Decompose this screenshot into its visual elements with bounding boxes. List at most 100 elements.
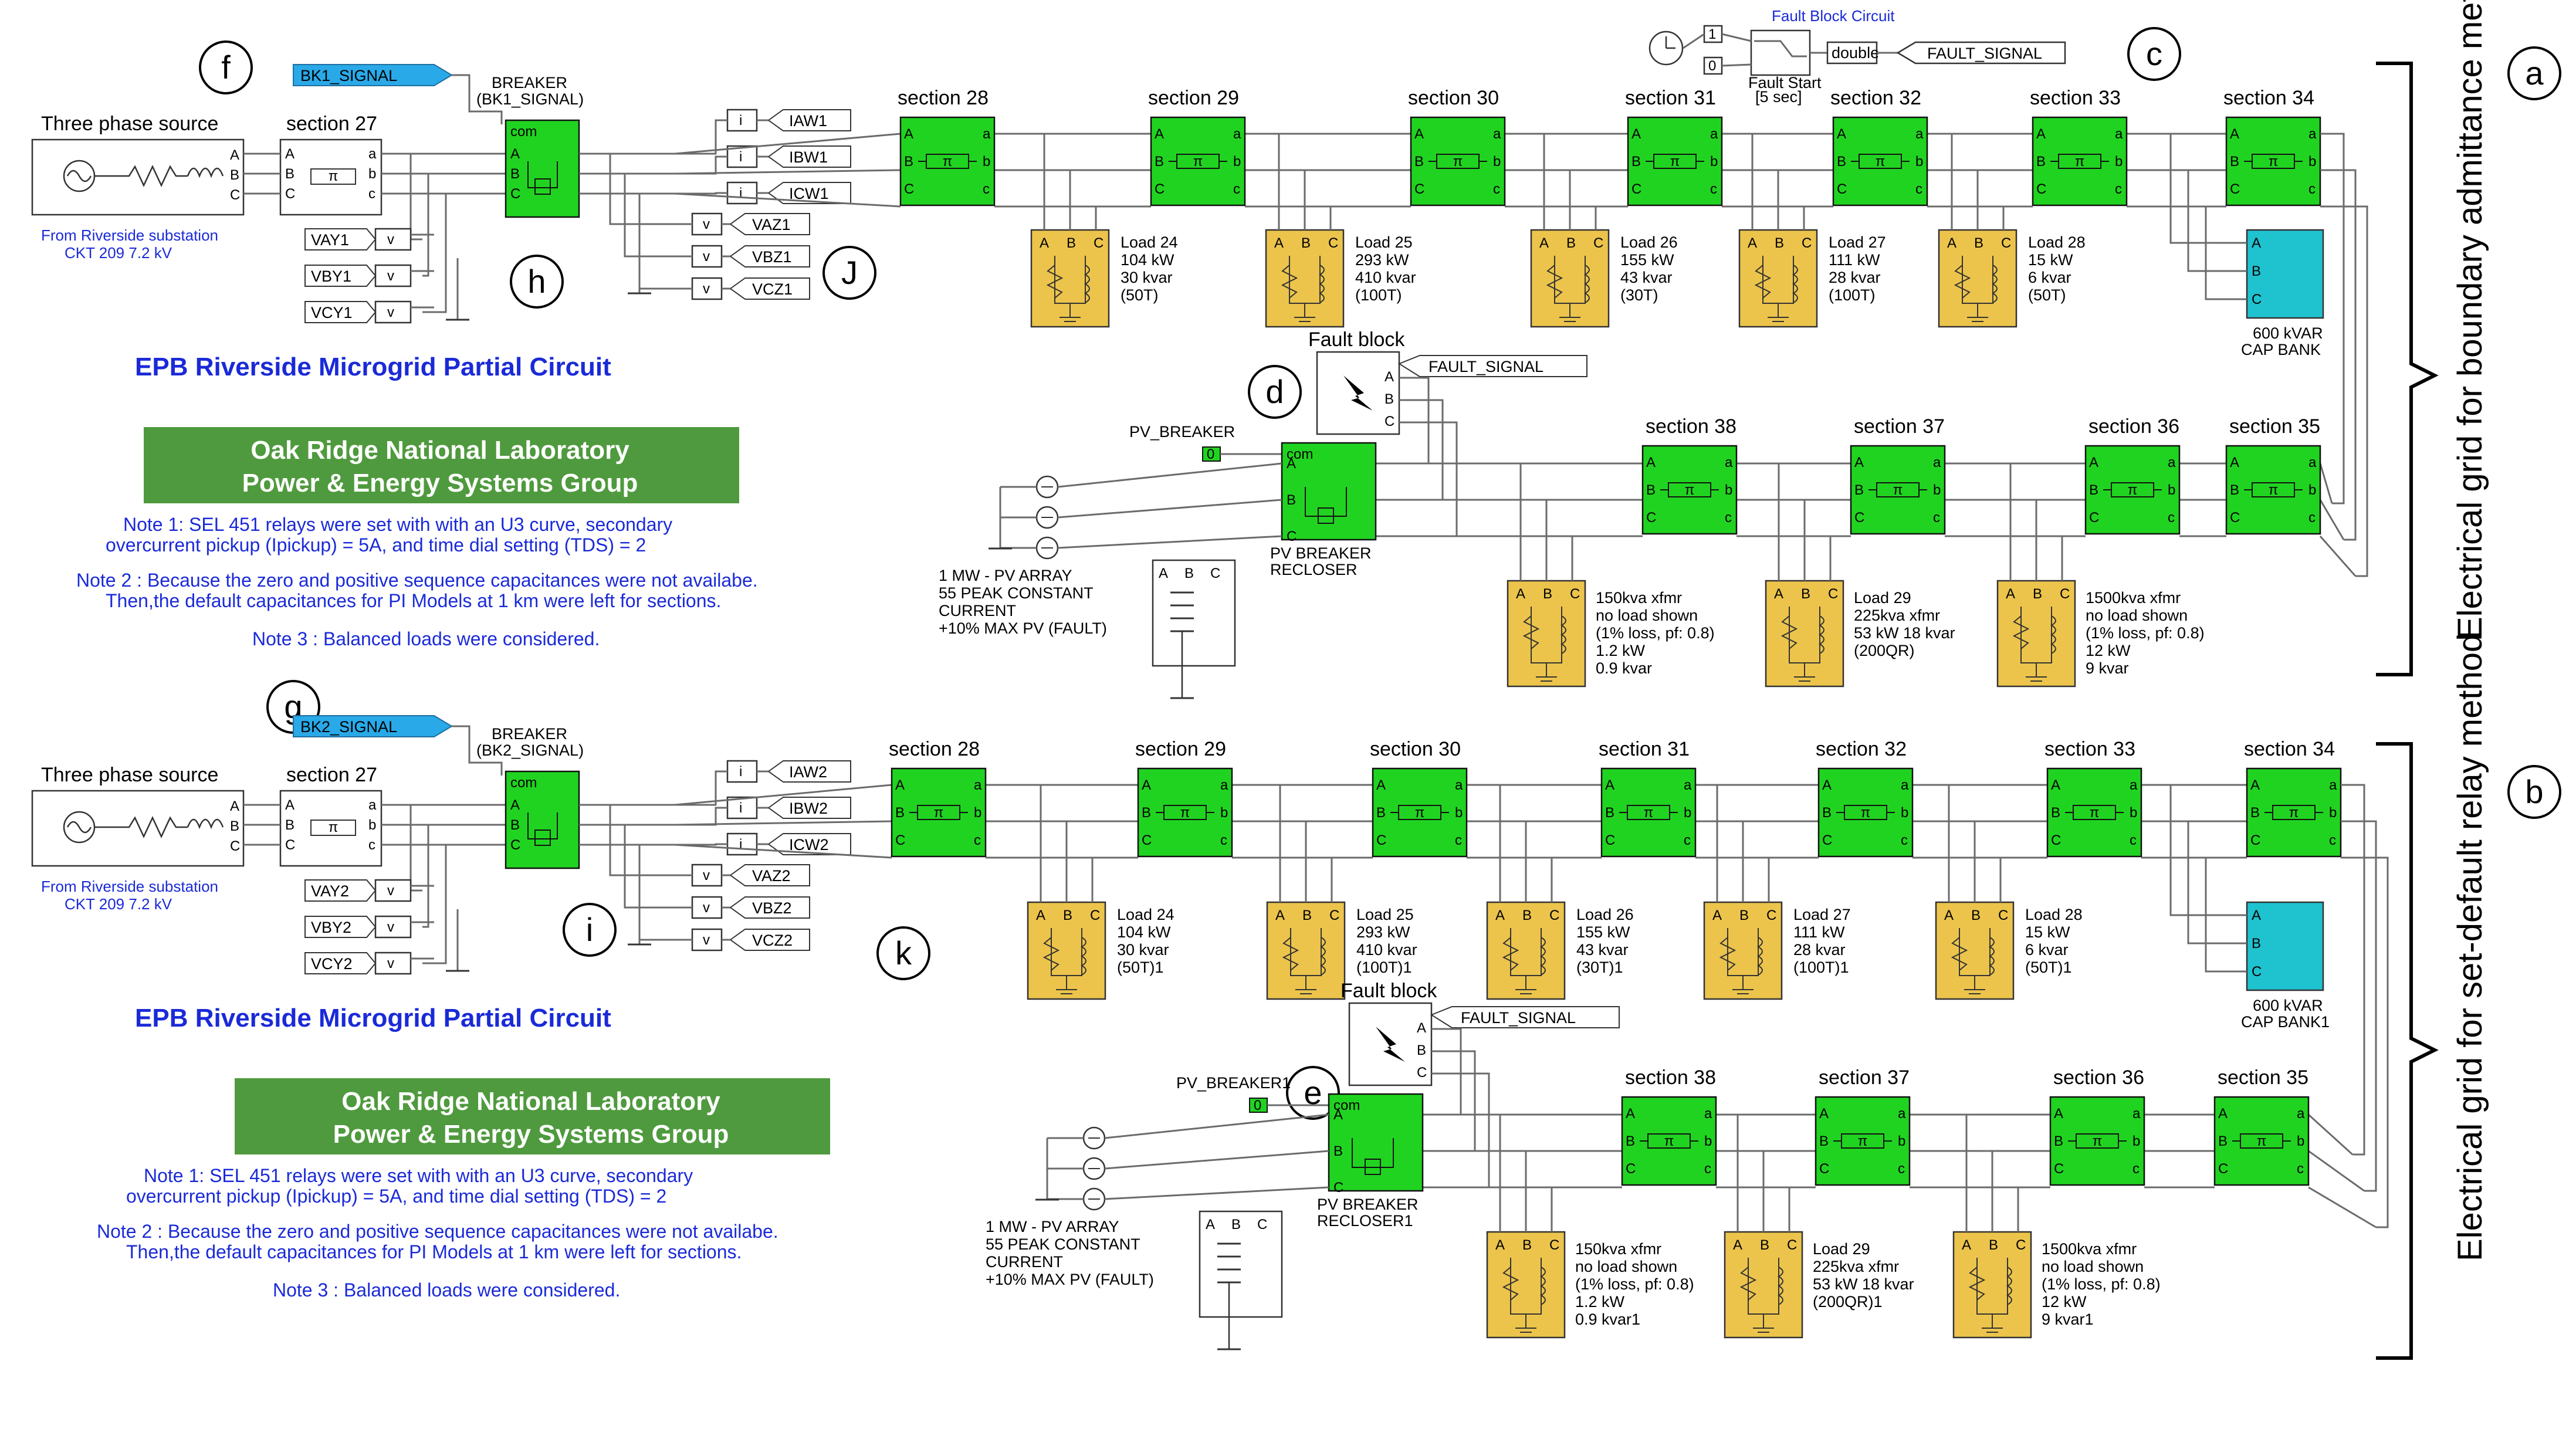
current-tag bbox=[767, 833, 851, 855]
source-note-substation: From Riverside substation bbox=[41, 878, 218, 895]
recloser-name: RECLOSER bbox=[1270, 561, 1358, 578]
cap-bank-name: CAP BANK1 bbox=[2241, 1013, 2330, 1031]
voltage-meter bbox=[374, 264, 412, 287]
source-note-ckt: CKT 209 7.2 kV bbox=[65, 895, 172, 913]
svg-text:A: A bbox=[1539, 235, 1549, 251]
current-tag bbox=[767, 797, 851, 819]
svg-text:π: π bbox=[1893, 482, 1903, 498]
svg-text:c: c bbox=[983, 181, 990, 197]
section-label: section 36 bbox=[2053, 1066, 2144, 1089]
svg-text:b: b bbox=[2132, 1133, 2140, 1149]
fault-block-circuit-title: Fault Block Circuit bbox=[1772, 7, 1895, 25]
svg-text:B: B bbox=[1775, 235, 1784, 251]
note-line: Note 2 : Because the zero and positive s… bbox=[76, 570, 758, 591]
xfmr-load-label: 53 kW 18 kvar bbox=[1813, 1275, 1914, 1293]
svg-text:C: C bbox=[1998, 908, 2008, 923]
breaker-title: BREAKER bbox=[492, 74, 567, 92]
section-label: section 32 bbox=[1816, 738, 1907, 760]
svg-text:c: c bbox=[1898, 1161, 1905, 1177]
voltage-tag bbox=[729, 213, 810, 235]
svg-text:c: c bbox=[1901, 832, 1908, 848]
svg-text:C: C bbox=[510, 837, 520, 853]
svg-text:π: π bbox=[1644, 805, 1654, 821]
circle-label-h: h bbox=[510, 255, 564, 309]
voltage-tag-label: VAZ2 bbox=[752, 867, 791, 885]
svg-text:c: c bbox=[974, 832, 981, 848]
org-name: Oak Ridge National Laboratory bbox=[251, 436, 629, 465]
svg-text:B: B bbox=[1231, 1217, 1241, 1233]
voltage-tag-label: VBY2 bbox=[311, 919, 351, 936]
pv-breaker-label: PV_BREAKER bbox=[1129, 423, 1235, 441]
svg-text:a: a bbox=[2132, 1106, 2141, 1122]
voltage-tag-label: VAY2 bbox=[311, 882, 349, 900]
load-label: 30 kvar bbox=[1121, 269, 1173, 286]
svg-text:C: C bbox=[1828, 586, 1838, 602]
voltage-tag bbox=[729, 245, 810, 268]
svg-text:c: c bbox=[2132, 1161, 2140, 1177]
current-meter bbox=[726, 145, 758, 168]
svg-text:A: A bbox=[1287, 456, 1296, 472]
svg-text:A: A bbox=[895, 777, 905, 793]
pv-breaker-signal bbox=[1202, 446, 1221, 462]
svg-text:B: B bbox=[904, 154, 913, 170]
section-label: section 33 bbox=[2030, 87, 2121, 109]
svg-text:B: B bbox=[1302, 908, 1312, 923]
xfmr-load-label: 150kva xfmr bbox=[1596, 589, 1682, 607]
svg-text:A: A bbox=[1748, 235, 1757, 251]
fault-signal-goto-label: FAULT_SIGNAL bbox=[1927, 45, 2042, 62]
section-label: section 30 bbox=[1408, 87, 1499, 109]
constant-1-label: 1 bbox=[1708, 26, 1716, 42]
load-label: 410 kvar bbox=[1355, 269, 1416, 286]
svg-text:b: b bbox=[2308, 154, 2316, 170]
svg-text:b: b bbox=[1220, 805, 1228, 821]
svg-text:i: i bbox=[739, 764, 742, 780]
svg-text:C: C bbox=[1333, 1180, 1343, 1196]
svg-text:A: A bbox=[1944, 908, 1954, 923]
breaker-signal-label: BK1_SIGNAL bbox=[300, 67, 397, 84]
pv-array-label: +10% MAX PV (FAULT) bbox=[986, 1271, 1154, 1288]
svg-text:C: C bbox=[1837, 181, 1847, 197]
svg-text:b: b bbox=[974, 805, 981, 821]
fault-signal-from bbox=[1397, 355, 1587, 377]
svg-text:C: C bbox=[1090, 908, 1100, 923]
svg-text:a: a bbox=[2525, 55, 2544, 92]
note-line: Note 3 : Balanced loads were considered. bbox=[273, 1279, 620, 1301]
svg-text:C: C bbox=[2218, 1161, 2228, 1177]
load-label: (100T)1 bbox=[1793, 959, 1849, 976]
current-tag bbox=[767, 182, 851, 204]
circle-label-d: d bbox=[1248, 365, 1302, 419]
page-title: EPB Riverside Microgrid Partial Circuit bbox=[135, 353, 611, 381]
svg-text:B: B bbox=[1989, 1237, 1998, 1253]
svg-text:c: c bbox=[1220, 832, 1227, 848]
breaker-title: BREAKER bbox=[492, 725, 567, 743]
svg-text:v: v bbox=[387, 268, 394, 284]
section-label: section 29 bbox=[1148, 87, 1239, 109]
current-tag-label: ICW2 bbox=[789, 836, 829, 854]
svg-text:π: π bbox=[943, 154, 953, 170]
svg-text:B: B bbox=[895, 805, 905, 821]
lightning-icon bbox=[1376, 1027, 1405, 1062]
svg-text:C: C bbox=[1787, 1237, 1797, 1253]
svg-text:C: C bbox=[895, 832, 905, 848]
svg-text:b: b bbox=[1933, 482, 1941, 498]
svg-text:b: b bbox=[1704, 1133, 1712, 1149]
org-group: Power & Energy Systems Group bbox=[333, 1120, 729, 1149]
source-title: Three phase source bbox=[41, 113, 218, 135]
svg-text:C: C bbox=[2250, 832, 2260, 848]
svg-text:B: B bbox=[1385, 391, 1394, 407]
